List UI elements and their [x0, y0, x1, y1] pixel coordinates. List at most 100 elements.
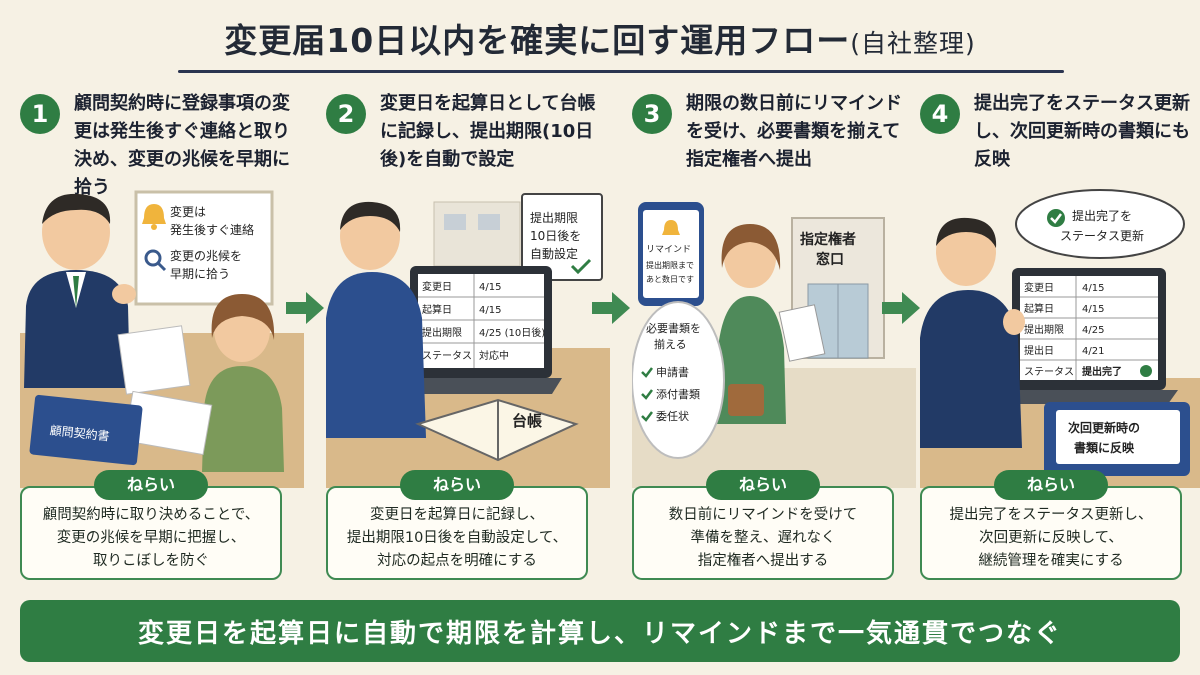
ledger-row-2-label: 起算日	[422, 303, 452, 316]
title-main: 変更届10日以内を確実に回す運用フロー	[224, 21, 851, 60]
ledger-row-1-value: 4/15	[479, 282, 501, 293]
board-line-1: 変更は	[170, 204, 206, 219]
status-row-3-label: 提出期限	[1024, 323, 1064, 336]
aim-box-4: 提出完了をステータス更新し、 次回更新に反映して、 継続管理を確実にする	[920, 486, 1182, 580]
step-3-description: 期限の数日前にリマインドを受け、必要書類を揃えて指定権者へ提出	[686, 93, 902, 170]
aim-badge-3: ねらい	[706, 470, 820, 500]
aim-badge-2: ねらい	[400, 470, 514, 500]
aim-3-line-2: 準備を整え、遅れなく	[690, 529, 836, 546]
laptop: 変更日 4/15 起算日 4/15 提出期限 4/25 (10日後) ステータス…	[400, 266, 562, 394]
staff-figure	[326, 201, 426, 438]
step-2: 2 変更日を起算日として台帳に記録し、提出期限(10日後)を自動で設定 提出期限…	[326, 88, 610, 588]
ledger-row-1-label: 変更日	[422, 280, 452, 293]
aim-box-2: 変更日を起算日に記録し、 提出期限10日後を自動設定して、 対応の起点を明確にす…	[326, 486, 588, 580]
arrow-right-icon	[592, 292, 630, 324]
check-icon	[641, 389, 653, 400]
aim-3-line-3: 指定権者へ提出する	[697, 552, 829, 569]
step-3: 3 期限の数日前にリマインドを受け、必要書類を揃えて指定権者へ提出 リマインド …	[632, 88, 916, 588]
status-row-1-value: 4/15	[1082, 283, 1104, 294]
calendar-line-2: 10日後を	[530, 229, 581, 243]
ledger-book: 台帳	[415, 398, 579, 462]
phone-line-2: 提出期限まで	[646, 260, 694, 270]
status-row-5-value: 提出完了	[1082, 365, 1122, 378]
check-icon	[1140, 365, 1152, 377]
arrow-right-icon	[882, 292, 920, 324]
ledger-book-label: 台帳	[512, 412, 542, 430]
step-number-1: 1	[20, 94, 60, 134]
board-line-3: 変更の兆候を	[170, 248, 242, 263]
aim-1-line-1: 顧問契約時に取り決めることで、	[42, 506, 260, 523]
docs-title-1: 必要書類を	[646, 321, 701, 335]
binder: 次回更新時の 書類に反映	[1044, 402, 1190, 476]
documents-callout: 必要書類を 揃える 申請書 添付書類 委任状	[632, 301, 725, 459]
bell-icon	[662, 220, 680, 235]
aim-4-line-3: 継続管理を確実にする	[978, 552, 1124, 569]
step-4-description: 提出完了をステータス更新し、次回更新時の書類にも反映	[974, 93, 1190, 170]
binder-line-2: 書類に反映	[1074, 440, 1135, 455]
calendar-line-3: 自動設定	[530, 246, 578, 261]
summary-banner: 変更日を起算日に自動で期限を計算し、リマインドまで一気通貫でつなぐ	[20, 600, 1180, 662]
ledger-row-4-label: ステータス	[422, 350, 472, 362]
client-figure	[202, 294, 284, 472]
visitor-figure	[716, 224, 826, 424]
aim-1-line-3: 取りこぼしを防ぐ	[93, 552, 209, 569]
title-underline	[178, 70, 1064, 73]
board-line-2: 発生後すぐ連絡	[170, 222, 254, 237]
phone-line-3: あと数日です	[646, 274, 694, 284]
office-sign-line-2: 窓口	[816, 251, 844, 268]
aim-box-1: 顧問契約時に取り決めることで、 変更の兆候を早期に把握し、 取りこぼしを防ぐ	[20, 486, 282, 580]
doc-item-2: 添付書類	[656, 387, 700, 401]
step-4-illustration: 提出完了を ステータス更新 変更日 4/15 起算日 4/15 提出期限 4/2…	[920, 189, 1200, 488]
step-1: 1 顧問契約時に登録事項の変更は発生後すぐ連絡と取り決め、変更の兆候を早期に拾う…	[20, 88, 304, 588]
check-icon	[641, 367, 653, 378]
ledger-row-2-value: 4/15	[479, 305, 501, 316]
bell-icon	[142, 204, 166, 230]
binder-line-1: 次回更新時の	[1068, 420, 1140, 435]
status-row-4-value: 4/21	[1082, 346, 1104, 357]
aim-2-line-3: 対応の起点を明確にする	[377, 552, 537, 569]
step-3-illustration: リマインド 提出期限まで あと数日です 指定権者 窓口 必要書類を 揃える 申請…	[632, 202, 916, 488]
phone-reminder: リマインド 提出期限まで あと数日です	[638, 202, 704, 306]
aim-3-line-1: 数日前にリマインドを受けて	[668, 506, 858, 523]
status-row-4-label: 提出日	[1024, 344, 1054, 357]
step-number-3: 3	[632, 94, 672, 134]
aim-badge-1: ねらい	[94, 470, 208, 500]
step-2-description: 変更日を起算日として台帳に記録し、提出期限(10日後)を自動で設定	[380, 93, 596, 170]
aim-2-line-2: 提出期限10日後を自動設定して、	[346, 529, 568, 546]
laptop: 変更日 4/15 起算日 4/15 提出期限 4/25 提出日 4/21 ステー…	[1000, 268, 1178, 404]
office-sign-line-1: 指定権者	[800, 231, 856, 248]
status-row-2-value: 4/15	[1082, 304, 1104, 315]
status-row-5-label: ステータス	[1024, 366, 1074, 378]
staff-figure	[920, 217, 1025, 448]
aim-4-line-1: 提出完了をステータス更新し、	[949, 506, 1153, 523]
step-1-description: 顧問契約時に登録事項の変更は発生後すぐ連絡と取り決め、変更の兆候を早期に拾う	[74, 93, 290, 198]
doc-item-1: 申請書	[656, 365, 689, 379]
aim-badge-4: ねらい	[994, 470, 1108, 500]
completion-bubble: 提出完了を ステータス更新	[1015, 189, 1185, 259]
docs-title-2: 揃える	[654, 338, 687, 351]
consultant-figure	[24, 193, 136, 388]
aim-4-line-2: 次回更新に反映して、	[979, 529, 1123, 546]
check-icon	[641, 411, 653, 422]
calendar-note: 提出期限 10日後を 自動設定	[521, 193, 603, 281]
bubble-line-2: ステータス更新	[1060, 228, 1144, 243]
board-line-4: 早期に拾う	[170, 266, 230, 281]
step-1-illustration: 変更は 発生後すぐ連絡 変更の兆候を 早期に拾う 顧問契約書	[20, 190, 304, 488]
status-row-3-value: 4/25	[1082, 325, 1104, 336]
search-icon	[144, 249, 167, 272]
ledger-row-3-value: 4/25 (10日後)	[479, 326, 545, 339]
step-2-illustration: 提出期限 10日後を 自動設定 変更日 4/15 起算日 4/15 提出期限 4…	[326, 193, 610, 488]
aim-2-line-1: 変更日を起算日に記録し、	[370, 506, 544, 523]
calendar-line-1: 提出期限	[530, 210, 578, 225]
phone-line-1: リマインド	[646, 245, 691, 255]
step-number-2: 2	[326, 94, 366, 134]
arrow-right-icon	[286, 292, 324, 324]
status-row-2-label: 起算日	[1024, 302, 1054, 315]
doc-item-3: 委任状	[656, 409, 689, 423]
step-4: 4 提出完了をステータス更新し、次回更新時の書類にも反映 提出完了を ステータス…	[920, 88, 1200, 588]
aim-1-line-2: 変更の兆候を早期に把握し、	[56, 529, 246, 546]
ledger-row-4-value: 対応中	[479, 349, 509, 362]
check-icon	[570, 258, 592, 275]
page-title: 変更届10日以内を確実に回す運用フロー(自社整理)	[0, 14, 1200, 62]
ledger-row-3-label: 提出期限	[422, 326, 462, 339]
